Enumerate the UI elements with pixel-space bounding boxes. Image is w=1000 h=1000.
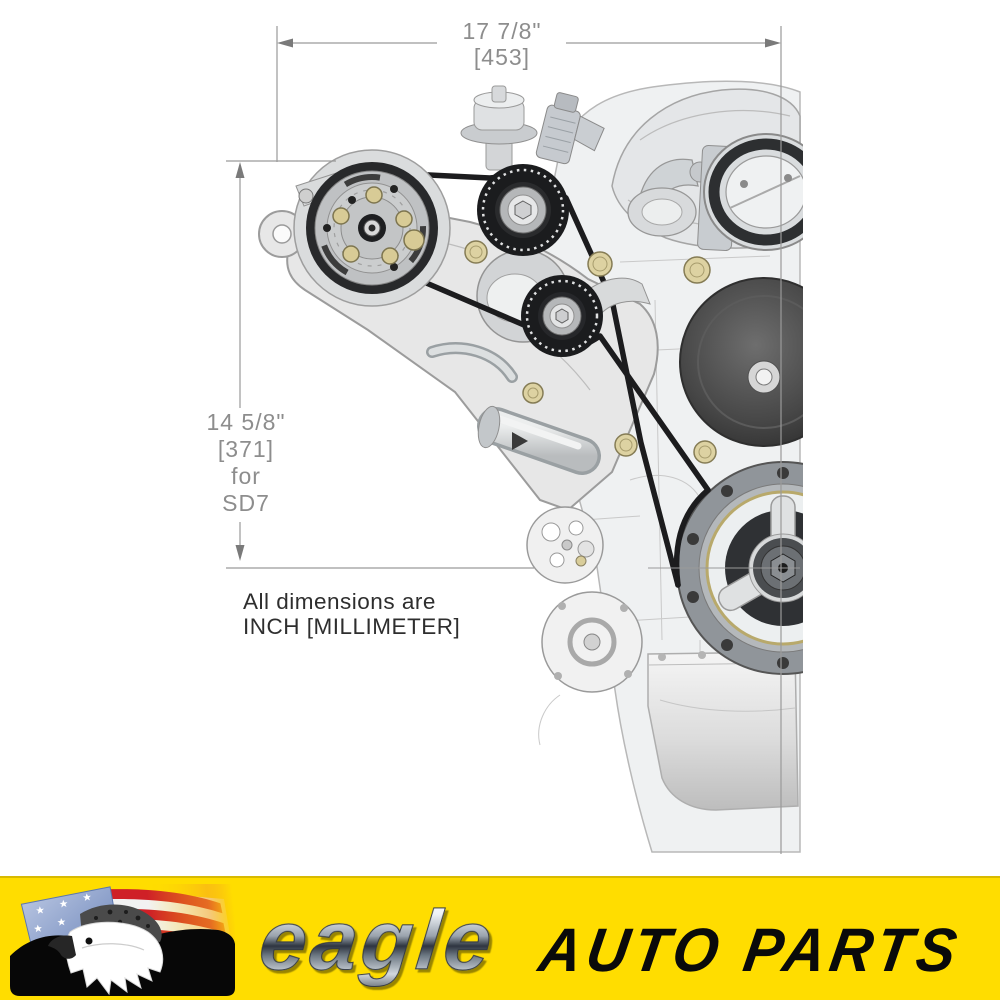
- fastener-bolts: [464, 240, 717, 464]
- front-cover-boss: [541, 591, 643, 693]
- throttle-body: [697, 133, 803, 252]
- brand-banner: eagle AUTO PARTS: [0, 872, 1000, 1000]
- oil-fill-cap: [460, 85, 538, 171]
- height-dimension-sd7: SD7: [222, 490, 270, 516]
- oil-pan: [647, 649, 799, 811]
- brand-name-text: AUTO PARTS: [534, 916, 967, 985]
- dimension-arrows: [235, 38, 781, 561]
- engine-dimension-diagram: 17 7/8" [453] 14 5/8" [371] for SD7 All …: [206, 18, 803, 854]
- height-dimension-mm: [371]: [218, 436, 274, 462]
- engine-front-view: [258, 80, 803, 853]
- dimension-annotations: 17 7/8" [453] 14 5/8" [371] for SD7 All …: [206, 18, 800, 854]
- height-dimension-for: for: [231, 463, 261, 489]
- ac-compressor: [293, 149, 451, 307]
- width-dimension-mm: [453]: [474, 44, 530, 70]
- eagle-head: [48, 904, 164, 996]
- water-inlet-tube: [477, 405, 601, 475]
- cam-sensor-cluster: [526, 506, 604, 584]
- tensioner-pulley: [521, 275, 651, 357]
- width-dimension-inch: 17 7/8": [462, 18, 541, 44]
- note-line2: INCH [MILLIMETER]: [243, 614, 460, 639]
- brand-logo-text: eagle: [255, 893, 501, 994]
- height-dimension-inch: 14 5/8": [206, 409, 285, 435]
- flag-eagle-icon: [10, 872, 241, 996]
- idler-pulley: [477, 164, 569, 256]
- power-steering-pulley: [679, 277, 803, 447]
- engine-cad-drawing: 17 7/8" [453] 14 5/8" [371] for SD7 All …: [206, 18, 803, 854]
- ignition-sensor: [535, 92, 605, 165]
- american-flag-eagle-logo: [10, 872, 241, 996]
- note-line1: All dimensions are: [243, 589, 436, 614]
- fastener-hex-detail: [469, 245, 712, 459]
